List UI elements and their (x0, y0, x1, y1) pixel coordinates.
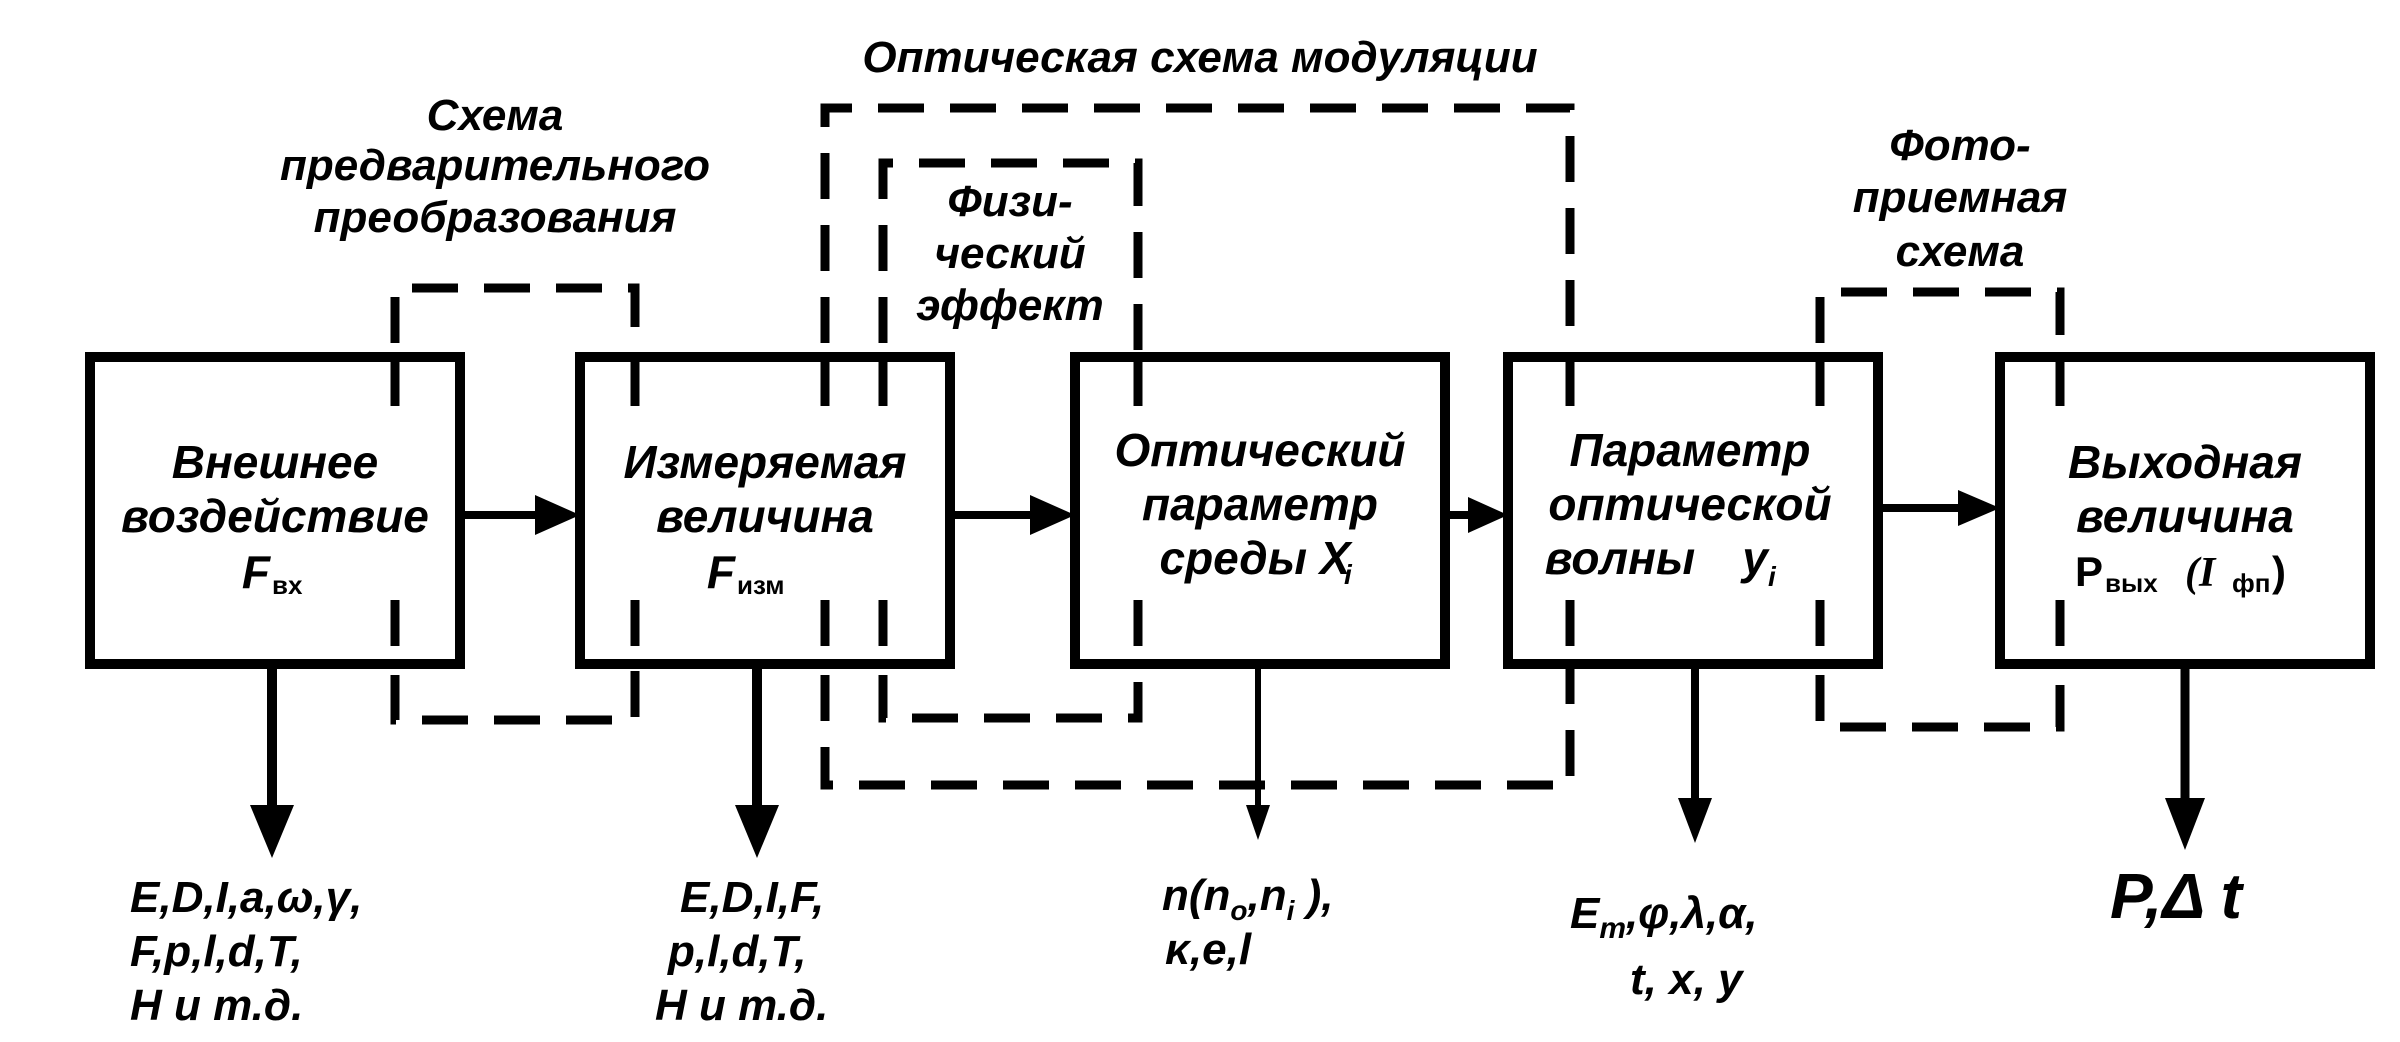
external-parameters: E,D,I,a,ω,γ, F,p,l,d,T, H и т.д. (130, 873, 362, 1030)
measured-params-line2: p,l,d,T, (667, 927, 807, 976)
external-block-text: Внешнее воздействие F вх (121, 436, 429, 600)
output-extra-end: ) (2272, 548, 2286, 595)
physical-effect-outline-top (878, 158, 1143, 415)
optical-params-end: ), (1294, 871, 1333, 920)
down-arrow-4-head (1678, 798, 1712, 843)
output-extra: (I (2185, 550, 2217, 596)
physical-effect-label-line2: ческий (934, 229, 1085, 278)
wave-params-line1: Em,φ,λ,α, (1570, 889, 1758, 945)
measured-line2: величина (656, 490, 874, 542)
arrow-3-head (1468, 497, 1508, 533)
output-line2: величина (2076, 490, 2294, 542)
optical-params-mid: ,n (1247, 871, 1287, 920)
output-line1: Выходная (2068, 436, 2302, 488)
output-parameters: P,Δ t (2110, 860, 2245, 932)
wave-symbol: y (1740, 532, 1770, 584)
wave-params-m-sub: m (1599, 912, 1626, 945)
preconversion-outline-top (390, 283, 640, 415)
optical-params-i-sub: i (1287, 895, 1296, 926)
physical-effect-label-line1: Физи- (947, 177, 1072, 226)
wave-param-block-text: Параметр оптической волны y i (1545, 424, 1832, 592)
preconversion-outline-bottom (390, 603, 640, 725)
modulation-outline-bottom (820, 603, 1575, 790)
optical-line3-sub: i (1344, 559, 1353, 590)
measured-symbol: F (707, 546, 737, 598)
optical-params-n: n(n (1162, 871, 1230, 920)
optical-param-block-text: Оптический параметр среды X i (1115, 424, 1406, 590)
group-labels: Схема предварительного преобразования Оп… (280, 33, 2067, 330)
flow-arrows (460, 490, 2000, 535)
dashed-group-verticals (390, 360, 2065, 662)
wave-symbol-sub: i (1768, 561, 1777, 592)
wave-param-parameters: Em,φ,λ,α, t, x, y (1570, 889, 1758, 1004)
photodetector-label-line1: Фото- (1889, 121, 2030, 170)
optical-param-parameters: n(no,ni ), κ,e,l (1162, 871, 1334, 974)
optical-line3: среды X (1159, 532, 1352, 584)
output-symbol: P (2075, 548, 2103, 595)
down-arrow-2-head (735, 805, 779, 858)
modulation-label: Оптическая схема модуляции (862, 33, 1537, 82)
wave-params-e: E (1570, 889, 1601, 938)
preconversion-label-line3: преобразования (314, 193, 677, 242)
external-symbol: F (242, 546, 272, 598)
wave-line1: Параметр (1570, 424, 1811, 476)
modulation-outline-top (820, 103, 1575, 415)
output-symbol-sub: вых (2105, 568, 2158, 598)
external-symbol-sub: вх (272, 570, 303, 600)
external-params-line2: F,p,l,d,T, (130, 927, 303, 976)
optical-params-line2: κ,e,l (1165, 925, 1252, 974)
arrow-2-head (1030, 495, 1075, 535)
output-block-text: Выходная величина P вых (I фп ) (2068, 436, 2302, 598)
measured-symbol-sub: изм (737, 570, 785, 600)
external-line2: воздействие (121, 490, 429, 542)
measured-value-box (575, 352, 955, 669)
arrow-4-head (1958, 490, 2000, 526)
photodetector-outline-bottom (1815, 603, 2065, 732)
physical-effect-label-line3: эффект (916, 281, 1103, 330)
optical-params-line1: n(no,ni ), (1162, 871, 1334, 926)
photodetector-label-line2: приемная (1853, 173, 2068, 222)
optical-params-o-sub: o (1230, 895, 1247, 926)
down-arrows (250, 664, 2205, 858)
physical-effect-outline-bottom (878, 603, 1143, 723)
photodetector-outline-top (1815, 287, 2065, 415)
down-arrow-5-head (2165, 798, 2205, 850)
measured-params-line1: E,D,I,F, (680, 873, 824, 922)
down-arrow-3-head (1246, 805, 1270, 840)
wave-params-rest: ,φ,λ,α, (1625, 889, 1758, 938)
measured-block-text: Измеряемая величина F изм (623, 436, 906, 600)
wave-line3: волны (1545, 532, 1695, 584)
optical-line1: Оптический (1115, 424, 1406, 476)
photodetector-label-line3: схема (1896, 227, 2025, 276)
optical-line2: параметр (1142, 478, 1378, 530)
wave-line2: оптической (1548, 478, 1831, 530)
wave-params-line2: t, x, y (1630, 955, 1745, 1004)
external-params-line1: E,D,I,a,ω,γ, (130, 873, 362, 922)
preconversion-label-line1: Схема (427, 91, 564, 140)
external-line1: Внешнее (172, 436, 378, 488)
preconversion-label-line2: предварительного (280, 141, 710, 190)
measured-params-line3: H и т.д. (655, 981, 828, 1030)
measured-line1: Измеряемая (623, 436, 906, 488)
down-arrow-1-head (250, 805, 294, 858)
dashed-group-outlines (390, 103, 2065, 790)
arrow-1-head (535, 495, 580, 535)
measured-parameters: E,D,I,F, p,l,d,T, H и т.д. (655, 873, 828, 1030)
external-params-line3: H и т.д. (130, 981, 303, 1030)
output-extra-sub: фп (2232, 568, 2270, 598)
output-params-line1: P,Δ t (2110, 860, 2245, 932)
